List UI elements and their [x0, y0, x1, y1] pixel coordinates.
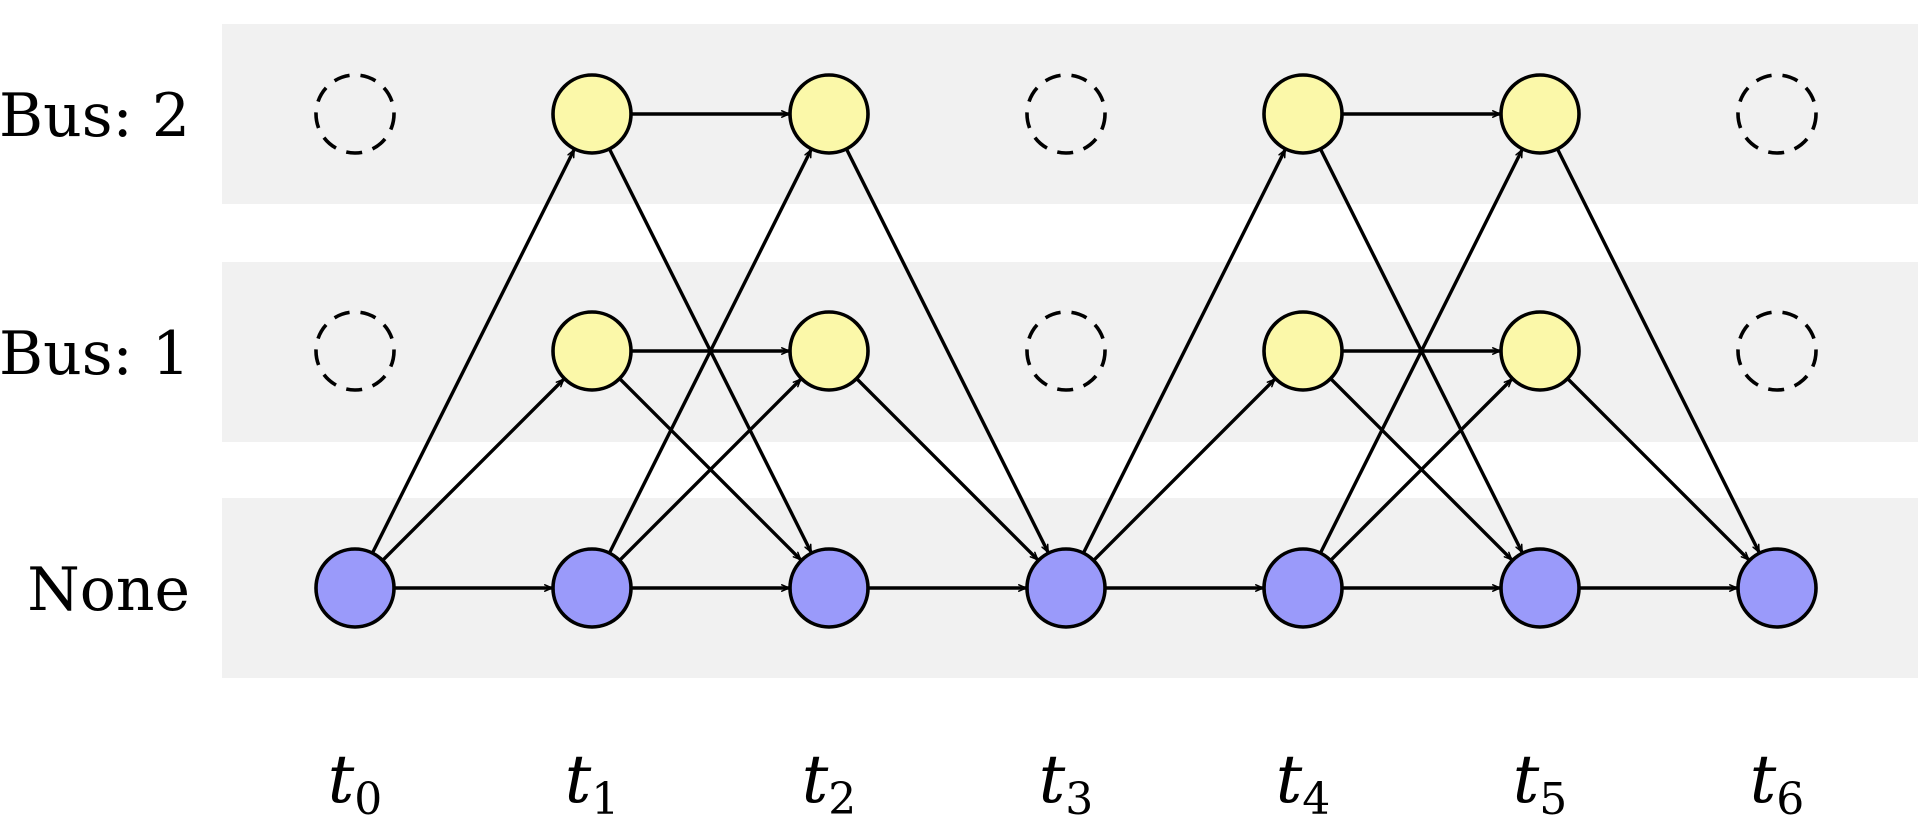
time-label-t5: t5: [1513, 741, 1568, 822]
edge-none-t0-to-bus2-t1: [370, 149, 576, 554]
node-bus1-t5: [1499, 310, 1581, 392]
edge-none-t1-to-bus2-t2: [607, 149, 813, 554]
node-bus1-t4: [1262, 310, 1344, 392]
node-none-t1: [551, 547, 633, 629]
edge-none-t3-to-bus1-t4: [1092, 378, 1276, 562]
time-label-t4: t4: [1276, 741, 1331, 822]
time-label-t6: t6: [1750, 741, 1805, 822]
row-band-bus2: [222, 24, 1918, 204]
edge-none-t0-to-bus1-t1: [381, 378, 565, 562]
empty-node-bus1-t0: [314, 310, 396, 392]
edge-none-t3-to-bus2-t4: [1081, 149, 1287, 554]
edge-bus1-t5-to-none-t6: [1566, 377, 1750, 561]
node-bus2-t4: [1262, 73, 1344, 155]
node-bus2-t5: [1499, 73, 1581, 155]
node-none-t6: [1736, 547, 1818, 629]
node-bus1-t1: [551, 310, 633, 392]
empty-node-bus2-t6: [1736, 73, 1818, 155]
time-label-t2: t2: [802, 741, 857, 822]
node-none-t4: [1262, 547, 1344, 629]
empty-node-bus1-t6: [1736, 310, 1818, 392]
empty-node-bus2-t0: [314, 73, 396, 155]
edge-none-t1-to-bus1-t2: [618, 378, 802, 562]
edge-bus1-t2-to-none-t3: [855, 377, 1039, 561]
edge-bus2-t5-to-none-t6: [1555, 148, 1761, 553]
row-label-bus1: Bus: 1: [0, 319, 190, 389]
row-label-none: None: [27, 555, 190, 625]
node-none-t5: [1499, 547, 1581, 629]
node-bus2-t2: [788, 73, 870, 155]
node-none-t2: [788, 547, 870, 629]
nodes-layer: [314, 73, 1818, 629]
time-label-t1: t1: [565, 741, 620, 822]
node-bus2-t1: [551, 73, 633, 155]
node-none-t0: [314, 547, 396, 629]
row-band-bus1: [222, 262, 1918, 442]
edge-bus2-t2-to-none-t3: [844, 148, 1050, 553]
empty-node-bus2-t3: [1025, 73, 1107, 155]
time-label-t0: t0: [328, 741, 383, 822]
node-none-t3: [1025, 547, 1107, 629]
row-label-bus2: Bus: 2: [0, 81, 190, 151]
edges-layer: [370, 110, 1761, 592]
edge-none-t4-to-bus2-t5: [1318, 149, 1524, 554]
node-bus1-t2: [788, 310, 870, 392]
edge-none-t4-to-bus1-t5: [1329, 378, 1513, 562]
empty-node-bus1-t3: [1025, 310, 1107, 392]
time-label-t3: t3: [1039, 741, 1094, 822]
